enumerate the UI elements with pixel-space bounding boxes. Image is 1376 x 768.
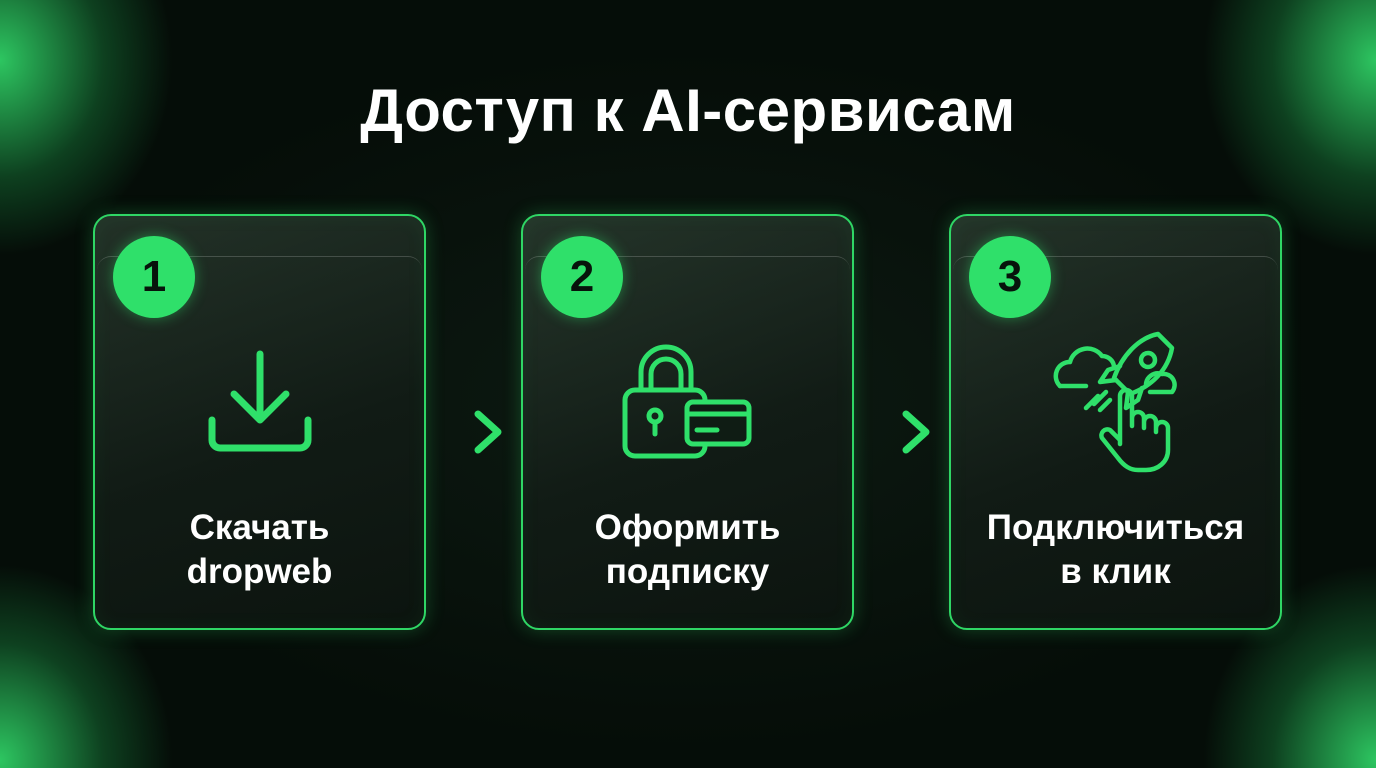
step-card-2: 2 Оформить подписку bbox=[521, 214, 854, 630]
step-number-badge: 2 bbox=[541, 236, 623, 318]
step-label-line1: Скачать bbox=[189, 508, 330, 547]
step-label-line2: подписку bbox=[605, 552, 770, 591]
lock-card-icon bbox=[523, 326, 852, 476]
download-icon bbox=[95, 326, 424, 476]
step-label: Скачать dropweb bbox=[95, 506, 424, 594]
step-label-line2: dropweb bbox=[186, 552, 333, 591]
step-label: Подключиться в клик bbox=[951, 506, 1280, 594]
step-label: Оформить подписку bbox=[523, 506, 852, 594]
step-label-line1: Оформить bbox=[594, 508, 781, 547]
arrow-right-icon bbox=[838, 410, 930, 454]
step-number-badge: 1 bbox=[113, 236, 195, 318]
arrow-right-icon bbox=[410, 410, 502, 454]
page-title: Доступ к AI-сервисам bbox=[360, 77, 1016, 144]
step-number-badge: 3 bbox=[969, 236, 1051, 318]
step-card-1: 1 Скачать dropweb bbox=[93, 214, 426, 630]
step-card-3: 3 Подключиться в клик bbox=[949, 214, 1282, 630]
rocket-click-icon bbox=[951, 326, 1280, 476]
step-label-line1: Подключиться bbox=[986, 508, 1245, 547]
step-label-line2: в клик bbox=[1060, 552, 1171, 591]
